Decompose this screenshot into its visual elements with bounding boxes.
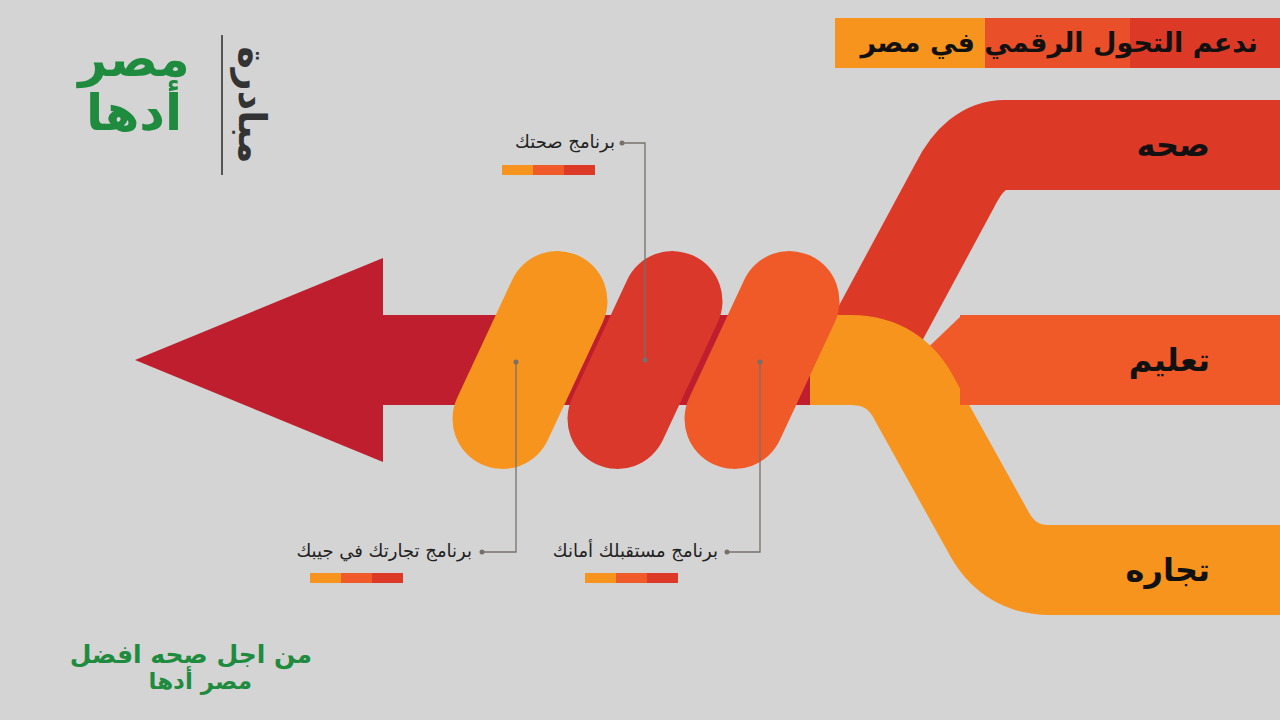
category-band: تجاره: [1050, 525, 1280, 615]
leader-dot: [725, 550, 730, 555]
logo-word: مصر أدها: [48, 32, 220, 140]
category-band: صحه: [1030, 100, 1280, 190]
colour-bar: [310, 573, 403, 583]
slogan-text: من اجل صحه افضل: [70, 640, 312, 669]
arrow-head: [135, 258, 383, 462]
leader-line: [484, 362, 516, 552]
colour-bar: [585, 573, 678, 583]
colour-bar: [502, 165, 595, 175]
leader-dot: [643, 358, 648, 363]
leader-line: [729, 362, 760, 552]
band-label: تعليم: [1129, 341, 1210, 379]
callout-label: برنامج تجارتك في جيبك: [296, 540, 472, 561]
band-label: صحه: [1137, 126, 1210, 164]
callout-label: برنامج صحتك: [515, 131, 615, 152]
leader-dot: [758, 360, 763, 365]
knot-loop: [668, 235, 856, 486]
category-band: تعليم: [960, 315, 1280, 405]
leader-dot: [480, 550, 485, 555]
leader-dot: [620, 141, 625, 146]
slogan-text: مصر أدها: [149, 668, 253, 694]
callout-label: برنامج مستقبلك أمانك: [553, 540, 718, 561]
band-label: تجاره: [1126, 551, 1210, 589]
logo-divider: [221, 35, 223, 175]
leader-dot: [514, 360, 519, 365]
leader-line: [624, 143, 645, 360]
logo-word: مبادرة: [230, 46, 274, 163]
title-text: ندعم التحول الرقمي في مصر: [860, 18, 1258, 68]
